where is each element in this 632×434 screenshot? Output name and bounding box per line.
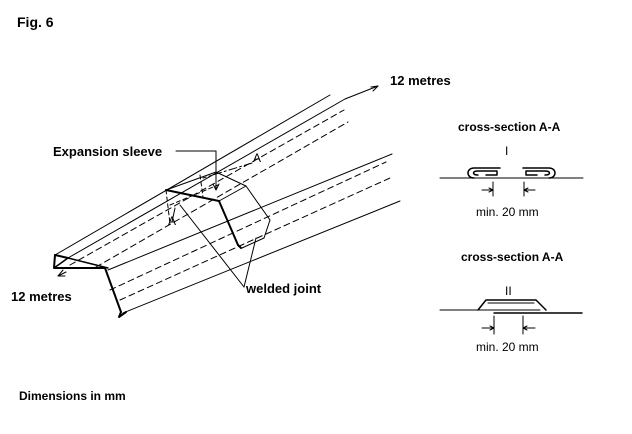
dimensions-note: Dimensions in mm	[19, 389, 126, 403]
length-label-top: 12 metres	[390, 73, 451, 88]
cross-section-2-dimension: min. 20 mm	[476, 340, 539, 354]
expansion-sleeve-label: Expansion sleeve	[53, 144, 163, 159]
cross-section-1-title: cross-section A-A	[458, 120, 561, 134]
cross-section-1-dimension: min. 20 mm	[476, 205, 539, 219]
expansion-sleeve	[165, 171, 271, 249]
welded-joint-label: welded joint	[246, 281, 322, 296]
cross-section-2-roman: II	[505, 284, 512, 298]
section-mark-lower: A	[168, 214, 177, 228]
cross-section-1-drawing	[439, 167, 584, 197]
figure-label: Fig. 6	[17, 14, 54, 30]
leaders	[57, 85, 379, 288]
rail-profile	[53, 94, 401, 318]
section-mark-upper: A	[253, 151, 262, 165]
cross-section-2-drawing	[439, 299, 583, 335]
cross-section-1-roman: I	[505, 144, 509, 158]
cross-section-2-title: cross-section A-A	[461, 250, 564, 264]
length-label-left: 12 metres	[11, 289, 72, 304]
